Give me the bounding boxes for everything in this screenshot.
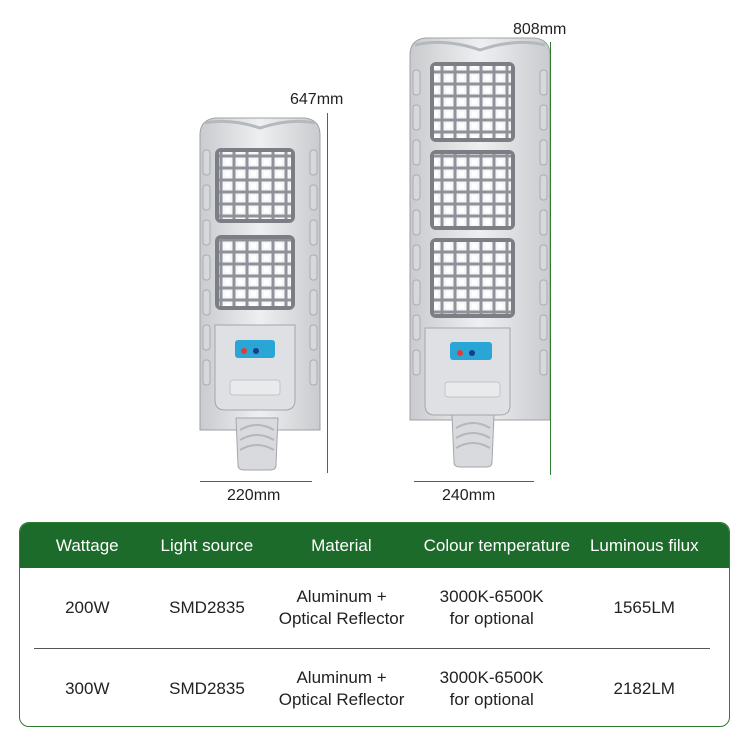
height-label-large: 808mm [513,21,567,38]
cell-wattage: 300W [65,679,110,698]
header-colour-temperature: Colour temperature [423,535,571,555]
cell-wattage: 200W [65,598,110,617]
side-slots-left [412,69,421,376]
cell-colour-temperature: 3000K-6500K for optional [439,587,544,628]
side-slots-right [539,69,548,376]
led-panel [219,239,291,306]
cell-light-source: SMD2835 [169,679,245,698]
height-line-small [327,113,328,473]
led-panel [434,242,511,314]
spec-table: Wattage Light source Material Colour tem… [19,522,730,727]
width-line-small [200,481,312,482]
table-row: 200W SMD2835 Aluminum + Optical Reflecto… [20,568,729,648]
large-light [409,37,551,468]
led-panel [219,152,291,219]
width-line-large [414,481,534,482]
side-slots-right [309,149,318,386]
small-light [199,117,321,471]
street-lights-svg [199,37,551,471]
side-slots-left [202,149,211,386]
product-illustration-area: 647mm 220mm 808mm 240mm [199,21,567,504]
header-material: Material [311,535,372,555]
cell-material: Aluminum + Optical Reflector [278,587,405,628]
cell-luminous-flux: 1565LM [613,598,675,617]
led-panel [434,154,511,226]
cell-light-source: SMD2835 [169,598,245,617]
cell-material: Aluminum + Optical Reflector [278,668,405,709]
header-luminous-flux: Luminous filux [589,535,699,555]
row-divider [34,648,710,649]
spec-table-header: Wattage Light source Material Colour tem… [20,523,729,568]
table-row: 300W SMD2835 Aluminum + Optical Reflecto… [20,649,729,726]
width-label-large: 240mm [442,487,496,504]
cell-colour-temperature: 3000K-6500K for optional [439,668,544,709]
height-label-small: 647mm [290,91,344,108]
led-panel [434,66,511,138]
header-wattage: Wattage [55,535,119,555]
cell-luminous-flux: 2182LM [613,679,675,698]
header-light-source: Light source [160,535,254,555]
pole-mount [451,414,495,468]
height-line-large [550,42,551,475]
width-label-small: 220mm [227,487,281,504]
